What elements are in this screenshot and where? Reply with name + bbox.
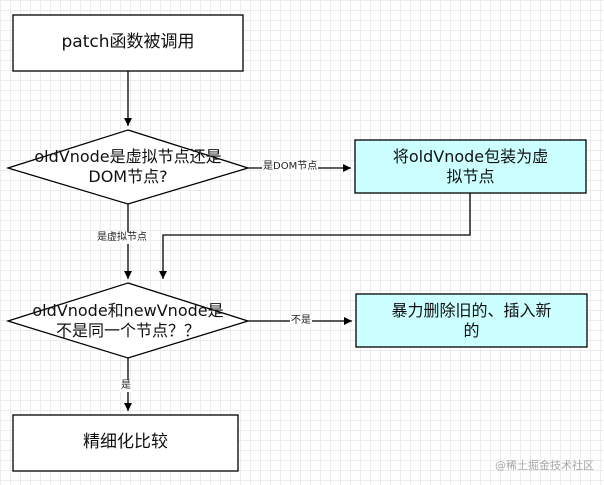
decision1-label-line2: DOM节点?: [88, 167, 168, 186]
edge-label-is-vnode: 是虚拟节点: [96, 232, 148, 244]
convert-label-line1: 将oldVnode包装为虚: [392, 146, 549, 166]
edge-convert-to-decision2: [159, 193, 471, 279]
decision1-label-line1: oldVnode是虚拟节点还是: [34, 147, 222, 166]
edge-label-is-dom: 是DOM节点: [262, 161, 319, 173]
decision2-label-line2: 不是同一个节点？？: [55, 321, 200, 340]
edge-label-yes: 是: [120, 380, 132, 392]
watermark: @稀土掘金技术社区: [495, 459, 594, 472]
convert-label: 将oldVnode包装为虚 拟节点: [355, 140, 586, 193]
decision1-label: oldVnode是虚拟节点还是 DOM节点?: [8, 142, 248, 192]
decision2-label-line1: oldVnode和newVnode是: [32, 301, 224, 320]
replace-label: 暴力删除旧的、插入新 的: [356, 294, 587, 347]
refine-box[interactable]: [12, 414, 239, 472]
replace-label-line1: 暴力删除旧的、插入新: [391, 300, 552, 320]
start-label: patch函数被调用: [61, 32, 195, 53]
refine-label: 精细化比较: [83, 432, 168, 453]
replace-box[interactable]: [355, 293, 588, 348]
replace-label-line2: 的: [463, 320, 480, 340]
edge-label-no: 不是: [290, 315, 312, 327]
decision2-label: oldVnode和newVnode是 不是同一个节点？？: [8, 296, 248, 346]
convert-box[interactable]: [354, 139, 587, 194]
convert-label-line2: 拟节点: [446, 166, 495, 186]
start-box[interactable]: [12, 14, 244, 72]
